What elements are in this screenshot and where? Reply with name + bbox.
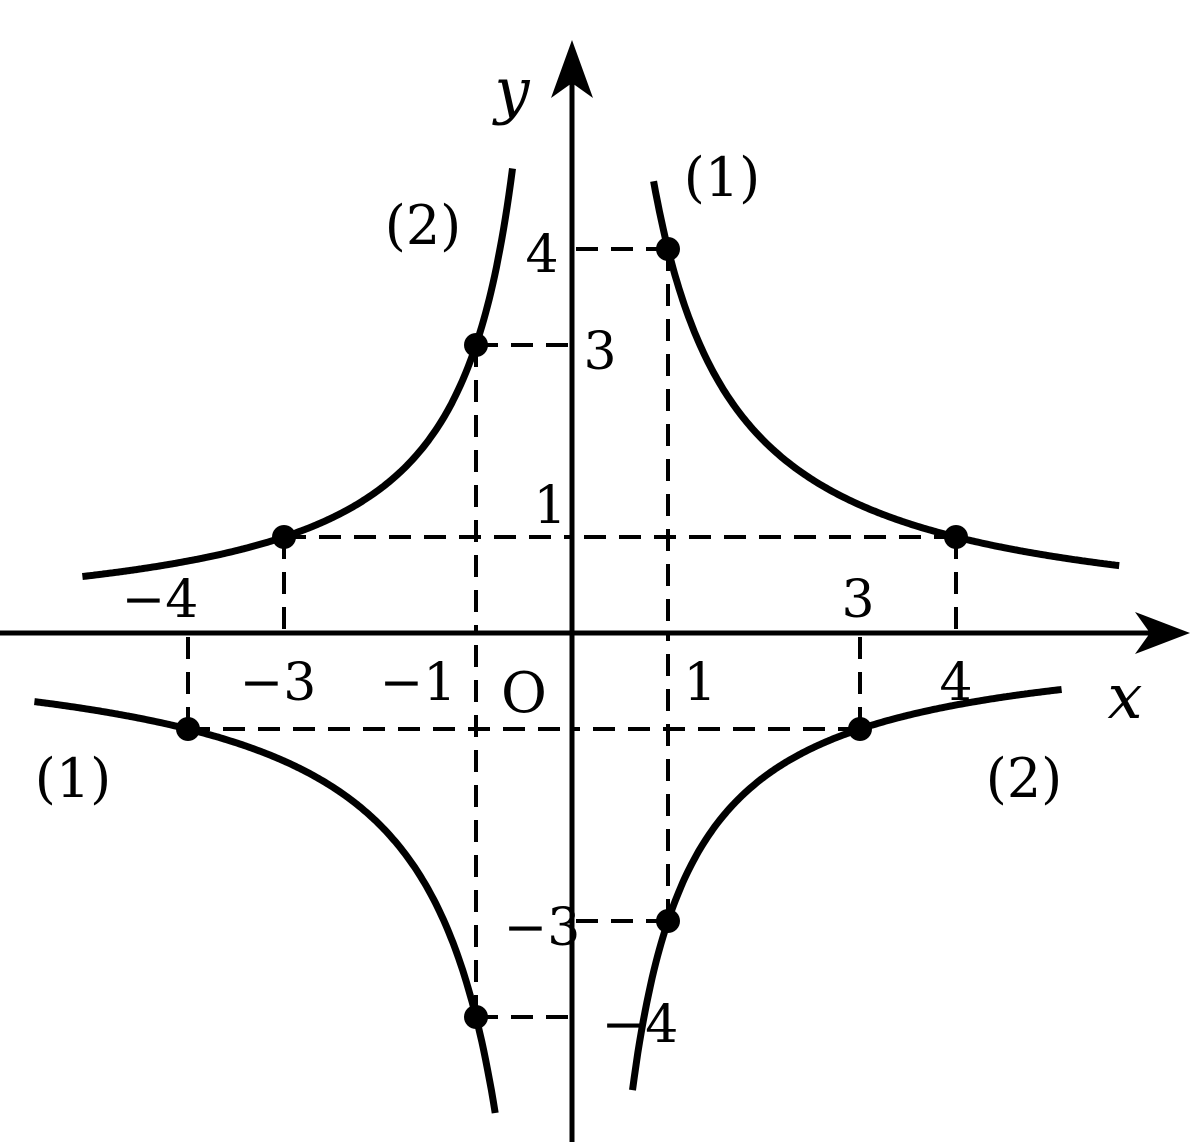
curve-label-2: (2) — [986, 747, 1063, 810]
x-tick-label: 4 — [939, 653, 972, 713]
y-tick-label: 3 — [583, 322, 616, 382]
curve-1-branch-1 — [650, 180, 1120, 570]
y-axis-arrow — [551, 40, 593, 98]
y-tick-label: 4 — [525, 225, 558, 285]
curve-label-1: (1) — [684, 146, 761, 209]
x-axis-arrow — [1135, 612, 1190, 654]
point-2 — [176, 717, 200, 741]
x-axis-label: x — [1108, 660, 1143, 733]
y-tick-label: −4 — [602, 995, 679, 1055]
point-0 — [656, 237, 680, 261]
curve-2-branch-2 — [629, 686, 1062, 1091]
y-axis-label: y — [491, 54, 530, 127]
x-tick-label: 3 — [841, 570, 874, 630]
origin-label: O — [501, 661, 547, 726]
x-tick-label: −3 — [240, 653, 317, 713]
x-tick-label: −1 — [380, 653, 457, 713]
point-7 — [464, 1005, 488, 1029]
point-4 — [464, 333, 488, 357]
y-tick-label: −3 — [504, 898, 581, 958]
dashed-guide-lines — [186, 247, 958, 1019]
marked-points — [176, 237, 968, 1029]
curve-2-branch-1 — [82, 168, 516, 580]
point-1 — [944, 525, 968, 549]
axes — [0, 40, 1190, 1142]
x-tick-label: −4 — [122, 570, 199, 630]
curve-label-1: (1) — [35, 747, 112, 810]
curve-label-2: (2) — [385, 194, 462, 257]
y-tick-label: 1 — [533, 476, 566, 536]
curve-1-branch-2 — [34, 698, 499, 1114]
point-6 — [848, 717, 872, 741]
point-3 — [272, 525, 296, 549]
x-tick-label: 1 — [683, 653, 716, 713]
curves — [34, 168, 1120, 1114]
point-5 — [656, 909, 680, 933]
